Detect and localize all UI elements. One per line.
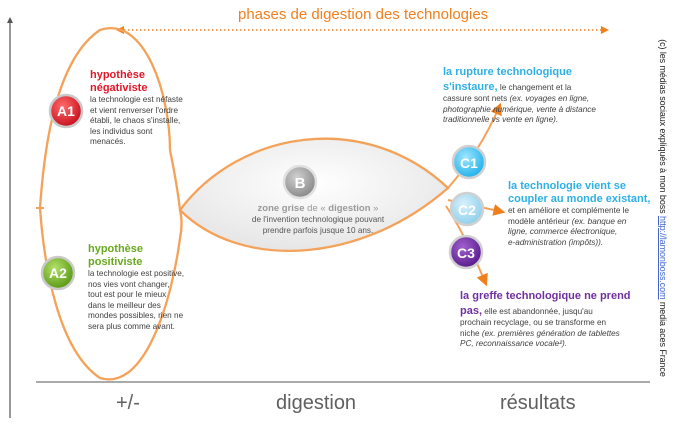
c1-line-2: cassure sont nets (ex. voyages en ligne, [443, 94, 643, 105]
c1-text: le changement et la [497, 83, 572, 92]
c2-text: modèle antérieur [508, 216, 572, 226]
b-block: zone grise de « digestion » de l'inventi… [238, 203, 398, 236]
svg-text:A2: A2 [49, 265, 67, 281]
axis-label-balance: +/- [116, 392, 140, 414]
c2-line-4: e-administration (impôts)). [508, 237, 604, 247]
side-credit: (c) les médias sociaux expliqués à mon b… [650, 8, 676, 408]
svg-text:C3: C3 [457, 245, 475, 261]
c3-title-2: pas, [460, 305, 483, 317]
axis-label-digestion: digestion [276, 392, 357, 414]
b-title-close: » [370, 203, 379, 214]
a1-title-2: négativiste [90, 82, 148, 94]
c2-line-2: modèle antérieur (ex. banque en [508, 217, 653, 228]
b-title-sep: de « [304, 203, 329, 214]
c3-text: niche [460, 328, 482, 338]
c3-line-2: prochain recyclage, ou se transforme en [460, 318, 607, 327]
a1-line: établi, le chaos s'installe, [90, 116, 181, 125]
badge-c1: C1 [451, 144, 487, 180]
c2-title-2: coupler au monde existant, [508, 193, 651, 205]
c3-line-3: niche (ex. premières génération de table… [460, 329, 650, 340]
svg-text:B: B [295, 175, 306, 192]
a1-title-1: hypothèse [90, 69, 146, 81]
a1-block: hypothèse négativiste la technologie est… [90, 69, 200, 148]
badge-c2: C2 [449, 191, 485, 227]
svg-text:A1: A1 [57, 103, 75, 119]
c2-line-1: et en améliore et complémente le [508, 206, 630, 215]
b-title-digestion: digestion [328, 203, 371, 214]
b-title-bold: zone grise [257, 203, 305, 214]
c3-text-italic: (ex. premières génération de tablettes [481, 328, 620, 338]
c1-line-1: s'instaure, le changement et la [443, 79, 643, 94]
a2-line: mondes possibles, rien ne [88, 311, 184, 320]
c1-line-3: photographie numérique, vente à distance [443, 104, 596, 114]
b-line: de l'invention technologique pouvant [251, 215, 385, 224]
a1-line: la technologie est néfaste [90, 95, 183, 104]
side-credit-text: (c) les médias sociaux expliqués à mon b… [658, 39, 668, 376]
a2-title-1: hypothèse [88, 243, 144, 255]
a2-line: nos vies vont changer, [88, 279, 170, 289]
a2-line: tout est pour le mieux [88, 290, 167, 299]
c1-title-1: la rupture technologique [443, 66, 572, 78]
badge-a1: A1 [48, 93, 84, 129]
a2-block: hypothèse positiviste la technologie est… [88, 243, 203, 332]
c1-text-italic: (ex. voyages en ligne, [509, 94, 590, 103]
a1-line: et vient renverser l'ordre [90, 105, 179, 115]
svg-text:C1: C1 [460, 155, 478, 171]
c2-title-1: la technologie vient se [508, 180, 626, 192]
phase-title: phases de digestion des technologies [238, 6, 489, 23]
c2-text-italic: (ex. banque en [571, 216, 627, 226]
hypothesis-curve [38, 27, 172, 209]
c3-text: elle est abandonnée, jusqu'au [482, 307, 593, 316]
lens-tail [168, 149, 182, 211]
c1-title-2: s'instaure, [443, 81, 498, 93]
credit-text: (c) les médias sociaux expliqués à mon b… [658, 39, 668, 216]
c2-line-3: ligne, commerce électronique, [508, 227, 618, 236]
lens-tail [178, 209, 183, 239]
b-line: prendre parfois jusque 10 ans. [262, 225, 374, 235]
credit-text: media aces France [658, 299, 668, 377]
a1-line: menacés. [90, 137, 126, 146]
a2-line: la technologie est positive, [88, 269, 185, 278]
c3-line-1: pas, elle est abandonnée, jusqu'au [460, 303, 650, 318]
b-title: zone grise de « digestion » [238, 203, 398, 215]
c3-line-4: PC, reconnaissance vocale²). [460, 339, 567, 348]
c3-title-1: la greffe technologique ne prend [460, 290, 631, 302]
svg-text:C2: C2 [458, 202, 476, 218]
a2-line: sera plus comme avant. [88, 321, 175, 331]
c1-line-4: traditionnelle vs vente en ligne). [443, 115, 559, 124]
badge-b: B [282, 164, 318, 200]
axis-label-results: résultats [500, 392, 576, 414]
c1-block: la rupture technologique s'instaure, le … [443, 66, 643, 126]
badge-c3: C3 [448, 234, 484, 270]
a2-title-2: positiviste [88, 256, 143, 268]
c1-text: cassure sont nets [443, 94, 510, 103]
c3-block: la greffe technologique ne prend pas, el… [460, 290, 650, 350]
badge-a2: A2 [40, 255, 76, 291]
a2-line: dans le meilleur des [88, 300, 161, 310]
c2-block: la technologie vient se coupler au monde… [508, 180, 653, 248]
credit-link[interactable]: http://lamonboss.com [658, 215, 668, 300]
a1-line: les individus sont [90, 126, 153, 136]
